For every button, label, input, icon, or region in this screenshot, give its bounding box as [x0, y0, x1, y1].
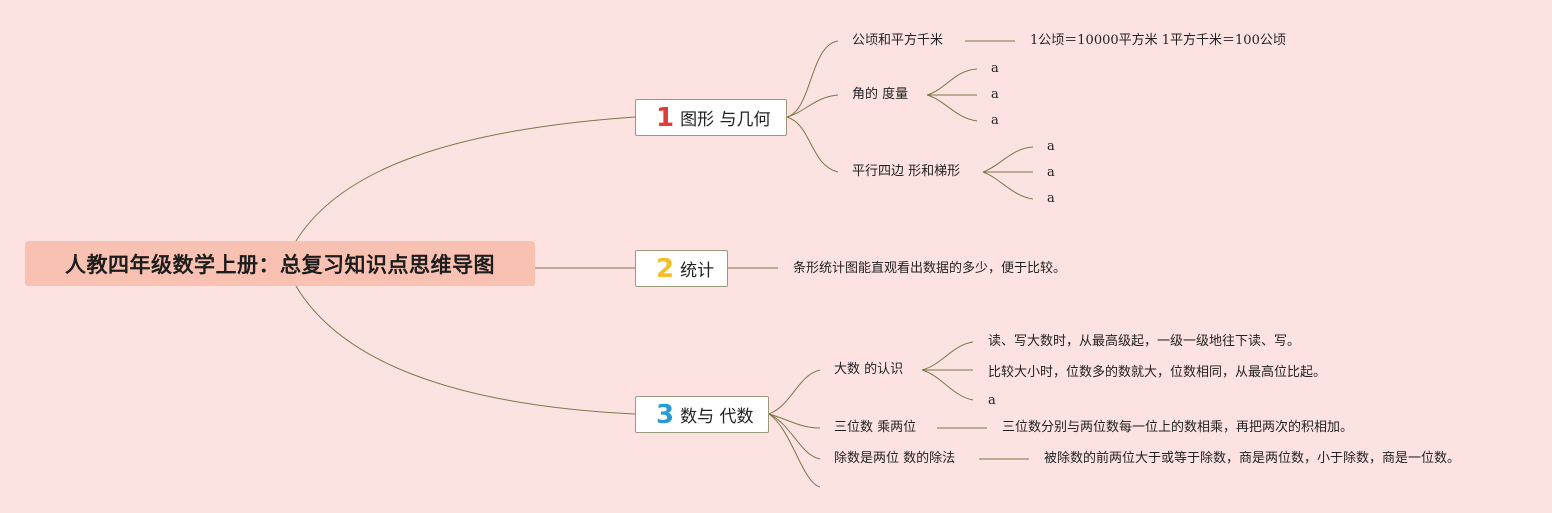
number-badge-1: 1 — [656, 102, 675, 133]
number-badge-2: 2 — [656, 253, 675, 284]
branch-title: 统计 — [680, 261, 715, 281]
root-title: 人教四年级数学上册：总复习知识点思维导图 — [65, 252, 495, 277]
branch-title: 图形 与几何 — [680, 110, 771, 130]
branch-title: 数与 代数 — [680, 407, 754, 427]
leaf-angle-1[interactable]: a — [991, 61, 999, 76]
leaf-multiplication-method[interactable]: 三位数分别与两位数每一位上的数相乘，再把两次的积相加。 — [1002, 420, 1354, 435]
branch-number-algebra[interactable]: 3 数与 代数 — [635, 396, 769, 433]
leaf-hectare-conversion[interactable]: 1公顷＝10000平方米 1平方千米＝100公顷 — [1030, 33, 1286, 48]
topic-parallelogram-trapezoid[interactable]: 平行四边 形和梯形 — [852, 164, 961, 179]
topic-two-digit-division[interactable]: 除数是两位 数的除法 — [834, 451, 956, 466]
leaf-division-quotient[interactable]: 被除数的前两位大于或等于除数，商是两位数，小于除数，商是一位数。 — [1044, 451, 1461, 466]
leaf-parallelogram-1[interactable]: a — [1047, 139, 1055, 154]
leaf-comparing-numbers[interactable]: 比较大小时，位数多的数就大，位数相同，从最高位比起。 — [988, 365, 1327, 380]
branch-geometry[interactable]: 1 图形 与几何 — [635, 99, 787, 136]
leaf-parallelogram-3[interactable]: a — [1047, 191, 1055, 206]
topic-angle-measure[interactable]: 角的 度量 — [852, 87, 909, 102]
topic-large-numbers[interactable]: 大数 的认识 — [834, 362, 904, 377]
leaf-angle-2[interactable]: a — [991, 87, 999, 102]
root-topic[interactable]: 人教四年级数学上册：总复习知识点思维导图 — [25, 241, 535, 286]
topic-bar-chart[interactable]: 条形统计图能直观看出数据的多少，便于比较。 — [793, 261, 1067, 276]
leaf-large-numbers-3[interactable]: a — [988, 393, 996, 408]
branch-statistics[interactable]: 2 统计 — [635, 250, 728, 287]
leaf-parallelogram-2[interactable]: a — [1047, 165, 1055, 180]
number-badge-3: 3 — [656, 399, 675, 430]
topic-three-digit-multiplication[interactable]: 三位数 乘两位 — [834, 420, 917, 435]
leaf-angle-3[interactable]: a — [991, 113, 999, 128]
leaf-reading-large-numbers[interactable]: 读、写大数时，从最高级起，一级一级地往下读、写。 — [988, 334, 1301, 349]
topic-hectare[interactable]: 公顷和平方千米 — [852, 33, 944, 48]
